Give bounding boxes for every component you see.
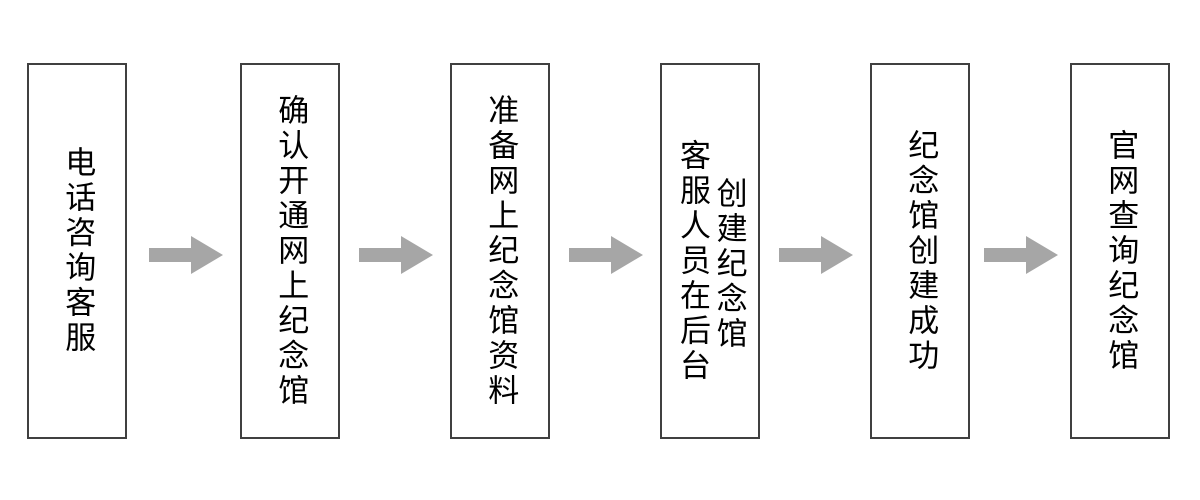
flow-node-phone-consult-customer-service[interactable]: 电话咨询客服	[27, 63, 127, 439]
flow-node-staff-creates-memorial-in-backend[interactable]: 客服人员在后台 创建纪念馆	[660, 63, 760, 439]
flow-node-label: 电话咨询客服	[59, 146, 96, 356]
flow-node-label: 确认开通网上纪念馆	[272, 93, 309, 409]
flow-node-label-column-1: 客服人员在后台	[674, 139, 710, 384]
flow-node-label: 纪念馆创建成功	[902, 128, 939, 374]
flow-node-label-column-2: 创建纪念馆	[710, 177, 747, 352]
right-arrow-icon-5	[984, 236, 1058, 274]
flow-node-memorial-created-successfully[interactable]: 纪念馆创建成功	[870, 63, 970, 439]
flow-node-prepare-online-memorial-materials[interactable]: 准备网上纪念馆资料	[450, 63, 550, 439]
right-arrow-icon-1	[149, 236, 223, 274]
flow-node-label-columns: 客服人员在后台 创建纪念馆	[673, 65, 747, 437]
right-arrow-icon-2	[359, 236, 433, 274]
right-arrow-icon-4	[779, 236, 853, 274]
flow-node-label: 准备网上纪念馆资料	[482, 93, 519, 409]
flow-node-confirm-open-online-memorial[interactable]: 确认开通网上纪念馆	[240, 63, 340, 439]
right-arrow-icon-3	[569, 236, 643, 274]
flow-node-query-memorial-on-official-site[interactable]: 官网查询纪念馆	[1070, 63, 1170, 439]
flow-node-label: 官网查询纪念馆	[1102, 128, 1139, 374]
